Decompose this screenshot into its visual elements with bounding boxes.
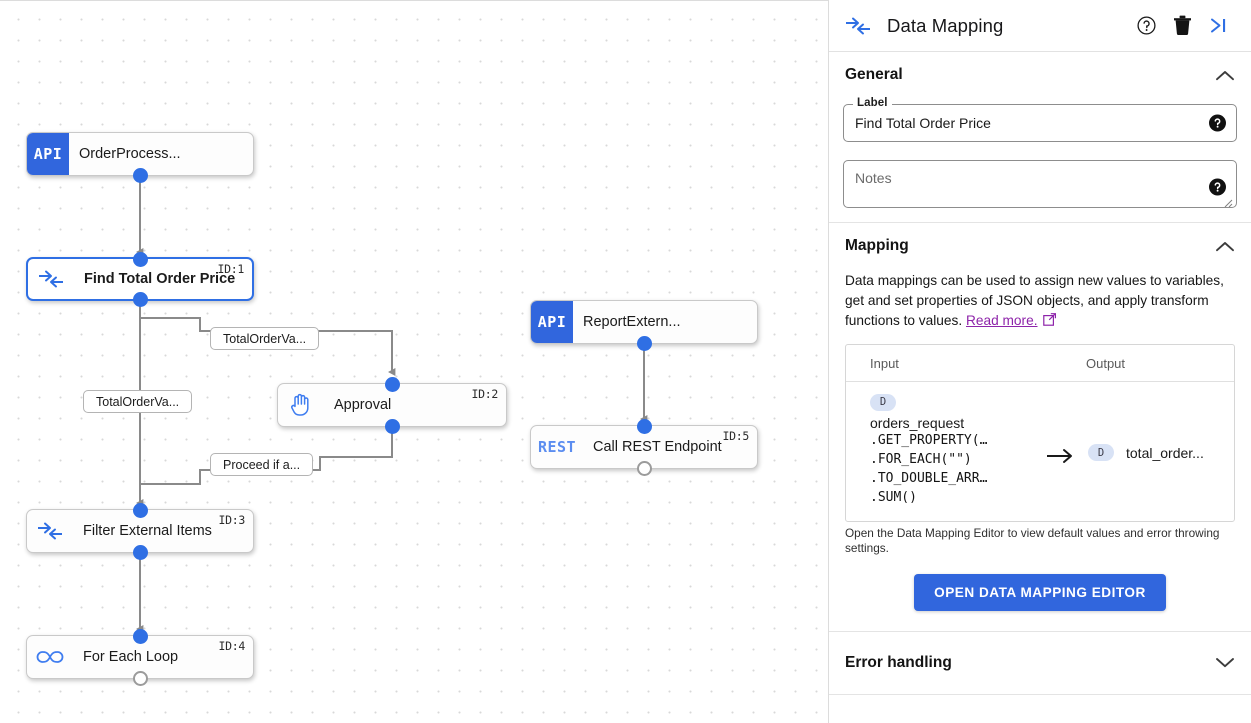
node-for-each-loop[interactable]: For Each Loop ID:4: [26, 628, 254, 686]
node-port-top[interactable]: [636, 418, 652, 434]
read-more-link[interactable]: Read more.: [966, 313, 1038, 328]
node-filter-external-items[interactable]: Filter External Items ID:3: [26, 502, 254, 560]
node-id-label: ID:4: [218, 639, 246, 653]
node-id-label: ID:3: [218, 513, 246, 527]
notes-placeholder: Notes: [855, 170, 892, 186]
label-help-icon[interactable]: [1209, 114, 1226, 132]
edge-layer: [89, 176, 648, 633]
help-icon[interactable]: [1131, 11, 1161, 41]
node-port-bottom[interactable]: [132, 670, 148, 686]
node-approval[interactable]: Approval ID:2: [277, 376, 507, 434]
panel-header: Data Mapping: [829, 0, 1251, 52]
node-title: Find Total Order Price: [84, 271, 236, 287]
external-link-icon[interactable]: [1040, 313, 1057, 329]
chevron-up-icon[interactable]: [1215, 69, 1235, 82]
column-header-input: Input: [870, 355, 899, 371]
mapping-icon: [28, 270, 74, 288]
label-field-wrap: Label Find Total Order Price: [843, 97, 1237, 142]
node-title: Call REST Endpoint: [593, 439, 722, 455]
input-variable-name: orders_request: [870, 414, 965, 431]
node-id-label: ID:1: [217, 262, 245, 276]
infinity-icon: [27, 649, 73, 665]
label-field-legend: Label: [853, 97, 892, 109]
api-badge: API: [27, 133, 69, 175]
label-field[interactable]: Label Find Total Order Price: [843, 97, 1237, 142]
mapping-arrow-icon: [1032, 392, 1088, 466]
node-orderprocess[interactable]: API OrderProcess...: [26, 132, 254, 183]
mapping-description-text: Data mappings can be used to assign new …: [845, 273, 1224, 328]
input-type-badge: D: [870, 393, 896, 411]
data-mapping-icon: [845, 17, 873, 35]
properties-panel: Data Mapping: [829, 0, 1251, 723]
mapping-table: Input Output D orders_request .GET_PROPE…: [845, 344, 1235, 522]
node-port-bottom[interactable]: [132, 167, 148, 183]
collapse-panel-icon[interactable]: [1203, 11, 1233, 41]
node-port-bottom[interactable]: [636, 335, 652, 351]
input-transform-4: .SUM(): [870, 489, 917, 505]
edge-label-total-order-2[interactable]: TotalOrderVa...: [83, 390, 193, 413]
section-error-handling-header[interactable]: Error handling: [843, 632, 1237, 694]
mapping-input-cell[interactable]: D orders_request .GET_PROPERTY(… .FOR_EA…: [846, 392, 1032, 507]
input-transform-2: .FOR_EACH(""): [870, 451, 972, 467]
rest-badge: REST: [537, 438, 577, 456]
delete-icon[interactable]: [1167, 11, 1197, 41]
chevron-down-icon[interactable]: [1215, 656, 1235, 669]
section-general: General Label Find Total Order Price: [829, 52, 1251, 223]
input-transform-3: .TO_DOUBLE_ARR…: [870, 470, 988, 486]
mapping-hint: Open the Data Mapping Editor to view def…: [845, 525, 1220, 555]
node-call-rest-endpoint[interactable]: REST Call REST Endpoint ID:5: [530, 418, 758, 476]
node-port-top[interactable]: [132, 502, 148, 518]
hand-icon: [278, 393, 324, 417]
node-title: Approval: [334, 397, 392, 413]
edge-label-total-order-1[interactable]: TotalOrderVa...: [210, 327, 320, 350]
mapping-button-row: OPEN DATA MAPPING EDITOR: [843, 556, 1237, 631]
node-title: For Each Loop: [83, 649, 179, 665]
mapping-table-header: Input Output: [846, 345, 1234, 382]
node-reportextern[interactable]: API ReportExtern...: [530, 300, 758, 351]
section-mapping-title: Mapping: [845, 237, 909, 254]
node-port-bottom[interactable]: [636, 460, 652, 476]
output-variable-name: total_order...: [1126, 444, 1204, 461]
api-badge: API: [531, 301, 573, 343]
workflow-canvas[interactable]: API OrderProcess... Find Total Order Pri…: [0, 0, 829, 723]
node-id-label: ID:5: [722, 429, 750, 443]
node-id-label: ID:2: [471, 387, 499, 401]
resize-handle[interactable]: [1223, 195, 1233, 208]
node-title: Filter External Items: [83, 523, 212, 539]
notes-field[interactable]: Notes: [843, 160, 1237, 208]
node-port-top[interactable]: [132, 628, 148, 644]
node-title: OrderProcess...: [79, 146, 181, 162]
panel-title: Data Mapping: [887, 14, 1004, 36]
section-mapping-header[interactable]: Mapping: [843, 223, 1237, 269]
section-error-handling-title: Error handling: [845, 653, 952, 671]
output-type-badge: D: [1088, 444, 1114, 461]
label-field-value: Find Total Order Price: [855, 115, 991, 131]
node-port-bottom[interactable]: [132, 291, 148, 307]
notes-help-icon[interactable]: [1209, 178, 1226, 196]
node-port-bottom[interactable]: [384, 418, 400, 434]
section-general-title: General: [845, 66, 903, 83]
section-error-handling: Error handling: [829, 632, 1251, 695]
node-port-bottom[interactable]: [132, 544, 148, 560]
mapping-description: Data mappings can be used to assign new …: [843, 269, 1237, 344]
chevron-up-icon[interactable]: [1215, 240, 1235, 253]
mapping-output-cell[interactable]: D total_order...: [1088, 392, 1234, 461]
node-port-top[interactable]: [384, 376, 400, 392]
node-title: ReportExtern...: [583, 314, 681, 330]
input-transform-1: .GET_PROPERTY(…: [870, 432, 988, 448]
section-general-header[interactable]: General: [843, 52, 1237, 98]
mapping-icon: [27, 522, 73, 540]
table-row[interactable]: D orders_request .GET_PROPERTY(… .FOR_EA…: [846, 382, 1234, 521]
edge-label-proceed[interactable]: Proceed if a...: [210, 453, 314, 476]
column-header-output: Output: [1086, 355, 1126, 371]
open-data-mapping-editor-button[interactable]: OPEN DATA MAPPING EDITOR: [914, 573, 1166, 611]
section-mapping: Mapping Data mappings can be used to ass…: [829, 223, 1251, 632]
node-find-total-order-price[interactable]: Find Total Order Price ID:1: [26, 251, 254, 307]
node-port-top[interactable]: [132, 251, 148, 267]
